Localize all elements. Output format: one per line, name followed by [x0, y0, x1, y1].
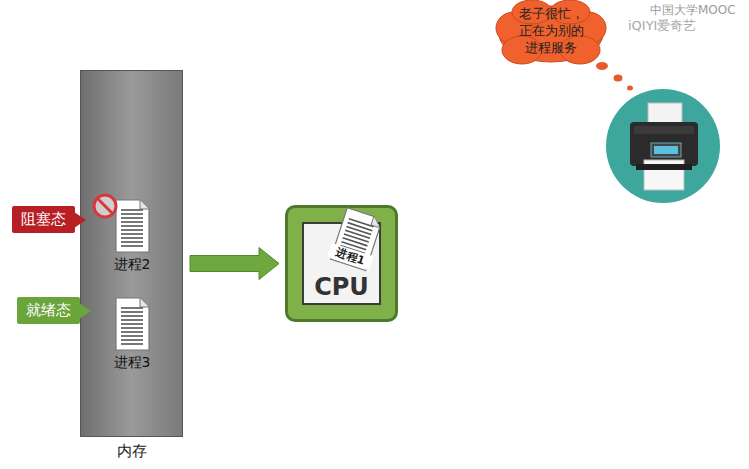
state-callout: 阻塞态 — [12, 206, 75, 233]
callout-pointer — [79, 303, 91, 319]
process-label: 进程2 — [103, 256, 161, 274]
memory-label: 内存 — [81, 442, 182, 461]
document-icon — [112, 296, 152, 352]
flow-arrow — [190, 248, 279, 280]
cpu-chip: CPU进程1 — [285, 205, 398, 322]
process-icon: 进程2 — [107, 198, 157, 278]
watermark: 中国大学MOOC — [650, 2, 736, 19]
document-icon — [112, 198, 152, 254]
state-label: 阻塞态 — [21, 210, 66, 229]
process-label: 进程3 — [103, 354, 161, 372]
thought-bubble — [627, 86, 633, 91]
memory-column: 内存进程2进程3 — [80, 70, 183, 437]
thought-bubble — [614, 75, 623, 82]
process-icon: 进程3 — [107, 296, 157, 376]
printer-icon — [606, 89, 720, 203]
thought-cloud: 老子很忙，正在为别的进程服务 — [492, 0, 610, 68]
watermark: iQIYI爱奇艺 — [628, 17, 696, 35]
cloud-text: 老子很忙，正在为别的进程服务 — [516, 6, 586, 57]
thought-bubble — [596, 62, 608, 70]
cpu-label: CPU — [288, 273, 395, 301]
state-callout: 就绪态 — [17, 297, 80, 324]
state-label: 就绪态 — [26, 301, 71, 320]
callout-pointer — [74, 212, 86, 228]
